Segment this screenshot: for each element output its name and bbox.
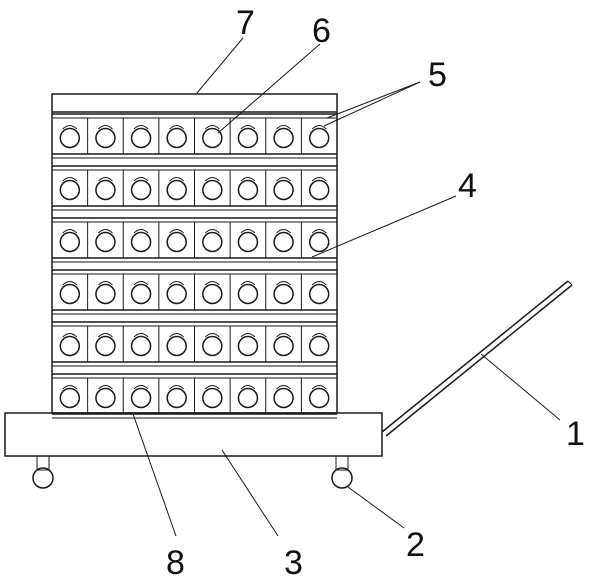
storage-cell — [265, 118, 294, 154]
label-4: 4 — [458, 167, 477, 205]
storage-cell — [59, 385, 81, 409]
shelf-row — [52, 217, 337, 263]
storage-cell — [158, 274, 187, 310]
storage-cell — [122, 170, 152, 206]
storage-cell — [300, 274, 330, 310]
label-6: 6 — [312, 12, 331, 50]
storage-cell — [158, 170, 187, 206]
cart-base — [4, 412, 383, 457]
storage-cell — [59, 333, 81, 357]
storage-cell — [229, 274, 259, 310]
label-5: 5 — [428, 56, 447, 94]
storage-cell — [300, 118, 330, 154]
storage-cell — [87, 378, 116, 414]
storage-cell — [87, 118, 116, 154]
wheel-right — [331, 455, 353, 489]
storage-cell — [59, 177, 81, 201]
storage-cell — [87, 222, 116, 258]
storage-cell — [59, 229, 81, 253]
storage-cell — [229, 326, 259, 362]
leader-lines — [132, 37, 561, 537]
label-3: 3 — [284, 544, 303, 582]
storage-cell — [300, 378, 330, 414]
storage-cell — [229, 118, 259, 154]
shelf-row — [52, 113, 337, 159]
label-2: 2 — [406, 526, 425, 564]
storage-cell — [265, 378, 294, 414]
shelf-row — [52, 321, 337, 367]
shelf-row — [52, 373, 337, 419]
shelves — [52, 113, 337, 419]
shelf-row — [52, 165, 337, 211]
storage-cell — [87, 326, 116, 362]
handle — [381, 280, 573, 437]
storage-cell — [87, 170, 116, 206]
storage-cell — [300, 222, 330, 258]
storage-cell — [122, 222, 152, 258]
label-7: 7 — [236, 4, 255, 42]
storage-cell — [122, 326, 152, 362]
shelf-row — [52, 269, 337, 315]
storage-cell — [194, 378, 223, 414]
storage-cell — [265, 170, 294, 206]
storage-cell — [59, 125, 81, 149]
storage-cell — [122, 118, 152, 154]
storage-cell — [229, 170, 259, 206]
storage-cell — [229, 222, 259, 258]
storage-cell — [194, 222, 223, 258]
label-1: 1 — [566, 415, 585, 453]
storage-cell — [194, 274, 223, 310]
storage-cell — [122, 274, 152, 310]
storage-cell — [194, 326, 223, 362]
storage-cell — [158, 222, 187, 258]
storage-cell — [194, 118, 223, 154]
storage-cell — [158, 378, 187, 414]
storage-cell — [87, 274, 116, 310]
label-8: 8 — [166, 544, 185, 582]
wheel-left — [32, 455, 54, 489]
storage-cell — [265, 326, 294, 362]
storage-cell — [229, 378, 259, 414]
storage-cell — [265, 274, 294, 310]
storage-cell — [194, 170, 223, 206]
storage-cell — [59, 281, 81, 305]
storage-cell — [158, 326, 187, 362]
storage-cell — [122, 378, 152, 414]
storage-cell — [300, 170, 330, 206]
storage-cell — [265, 222, 294, 258]
storage-cell — [300, 326, 330, 362]
storage-cell — [158, 118, 187, 154]
